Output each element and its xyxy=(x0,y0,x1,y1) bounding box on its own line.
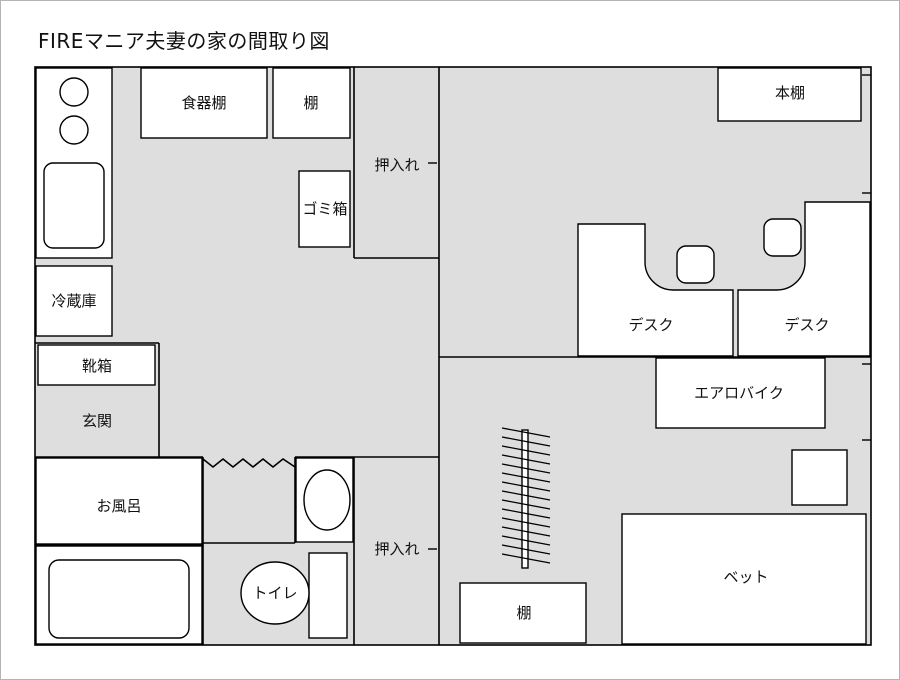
stove-burner xyxy=(59,77,89,107)
aerobike xyxy=(655,357,826,429)
label-entrance: 玄関 xyxy=(82,412,112,430)
kitchen-sink xyxy=(43,162,105,249)
dish-cabinet xyxy=(140,67,268,139)
bathroom-area xyxy=(35,457,203,545)
bathtub xyxy=(48,559,190,639)
outer-wall xyxy=(34,66,872,646)
label-desk-right: デスク xyxy=(784,316,829,334)
toilet-bowl xyxy=(240,561,310,625)
toilet-tank xyxy=(308,552,348,639)
bookshelf xyxy=(717,67,862,122)
stove-burner xyxy=(59,115,89,145)
washbasin xyxy=(303,469,351,531)
label-closet-bottom: 押入れ xyxy=(374,540,419,558)
side-table xyxy=(791,449,848,506)
label-fridge: 冷蔵庫 xyxy=(51,292,96,310)
shelf-top xyxy=(272,67,351,139)
shelf-bottom xyxy=(459,582,587,644)
label-bookshelf: 本棚 xyxy=(775,84,805,102)
drying-rack xyxy=(501,427,551,564)
desk-left xyxy=(577,223,734,357)
label-shoe-box: 靴箱 xyxy=(82,357,112,375)
page-title: FIREマニア夫妻の家の間取り図 xyxy=(38,29,330,53)
label-toilet: トイレ xyxy=(252,584,297,602)
curtain-zigzag xyxy=(202,457,296,469)
label-desk-left: デスク xyxy=(628,316,673,334)
fridge xyxy=(35,265,113,337)
label-shelf-bottom: 棚 xyxy=(516,604,531,622)
drying-rack-pole xyxy=(521,429,529,569)
trash-box xyxy=(298,170,351,248)
shoe-box xyxy=(37,344,156,386)
desk-right xyxy=(737,201,871,357)
bed xyxy=(621,513,867,645)
label-bathroom: お風呂 xyxy=(96,497,141,515)
label-trash-box: ゴミ箱 xyxy=(302,200,347,218)
label-bed: ベット xyxy=(723,568,768,586)
label-closet-top: 押入れ xyxy=(374,156,419,174)
label-dish-cabinet: 食器棚 xyxy=(181,94,226,112)
label-shelf-top: 棚 xyxy=(303,94,318,112)
label-aerobike: エアロバイク xyxy=(694,384,784,402)
chair-left xyxy=(676,245,715,284)
chair-right xyxy=(763,218,802,257)
